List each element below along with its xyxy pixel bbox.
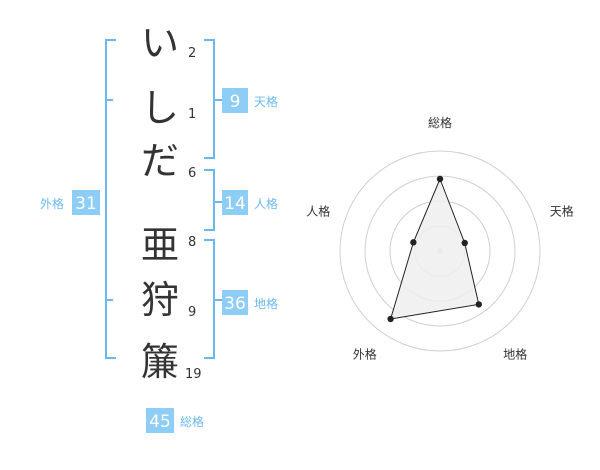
stroke-counts: 2 1 6 8 9 19 xyxy=(185,46,202,382)
radar-ring-4 xyxy=(339,150,541,352)
stroke-count-2: 1 xyxy=(188,107,196,122)
gaikaku-bracket xyxy=(105,39,116,359)
stroke-count-5: 9 xyxy=(188,305,196,320)
tenkaku-badge: 9 天格 xyxy=(222,88,278,113)
radar-axis-label-1: 総格 xyxy=(428,115,452,130)
name-char-3: だ xyxy=(141,139,179,183)
chikaku-label: 地格 xyxy=(254,296,278,311)
tenkaku-value: 9 xyxy=(230,92,241,112)
radar-axis-label-3: 地格 xyxy=(503,347,527,362)
stroke-count-6: 19 xyxy=(185,367,202,382)
radar-points xyxy=(387,175,482,323)
gaikaku-badge: 外格 31 xyxy=(40,190,100,215)
radar-point-2 xyxy=(461,239,468,247)
radar-axis-label-5: 人格 xyxy=(306,203,330,218)
radar-series-area xyxy=(389,177,480,320)
radar-point-5 xyxy=(410,239,417,246)
jinkaku-value: 14 xyxy=(224,194,246,214)
radar-axis-label-2: 天格 xyxy=(550,203,574,218)
name-characters: い し だ 亜 狩 簾 xyxy=(141,21,179,384)
jinkaku-bracket xyxy=(204,169,215,231)
tenkaku-bracket xyxy=(204,39,215,159)
gaikaku-value: 31 xyxy=(75,194,97,214)
chikaku-badge: 36 地格 xyxy=(222,290,278,315)
name-char-6: 簾 xyxy=(141,340,179,384)
name-char-4: 亜 xyxy=(141,223,179,267)
radar-point-4 xyxy=(387,315,394,323)
stroke-count-1: 2 xyxy=(188,46,196,61)
stroke-count-3: 6 xyxy=(188,166,196,181)
soukaku-label: 総格 xyxy=(180,414,204,429)
name-char-5: 狩 xyxy=(141,278,179,322)
radar-point-3 xyxy=(475,301,482,308)
name-char-2: し xyxy=(141,86,179,130)
radar-axis-label-4: 外格 xyxy=(353,347,377,362)
radar-point-1 xyxy=(436,175,444,183)
name-char-1: い xyxy=(141,21,179,65)
soukaku-value: 45 xyxy=(149,412,171,432)
gaikaku-label: 外格 xyxy=(40,196,64,211)
stroke-count-4: 8 xyxy=(188,235,196,250)
soukaku-badge: 45 総格 xyxy=(146,408,204,433)
jinkaku-label: 人格 xyxy=(254,196,278,211)
tenkaku-label: 天格 xyxy=(254,94,278,109)
gaikaku-bracket-line xyxy=(105,39,116,359)
chikaku-value: 36 xyxy=(224,294,246,314)
jinkaku-badge: 14 人格 xyxy=(222,190,278,215)
chikaku-bracket xyxy=(204,239,215,359)
